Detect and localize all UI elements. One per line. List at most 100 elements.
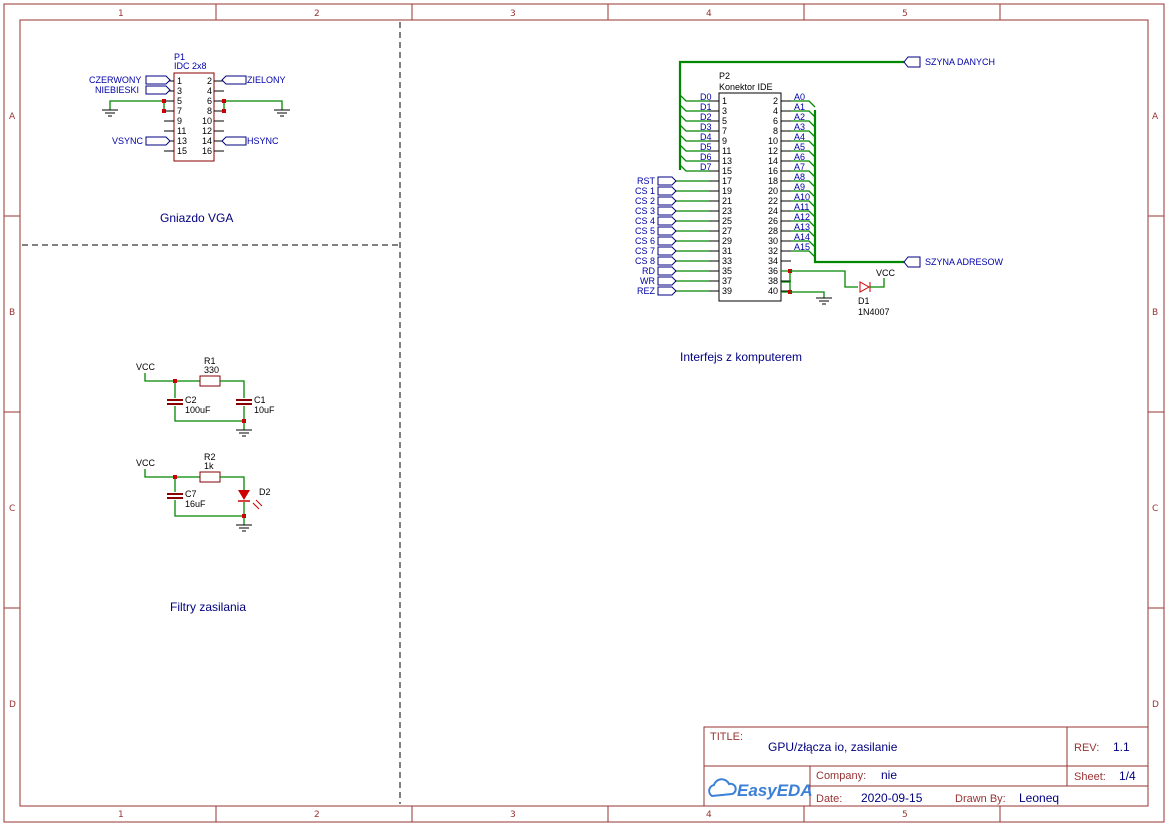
row-label-right: B [1152,308,1158,318]
address-net-wire [791,150,816,158]
col-label-bottom: 5 [902,810,908,820]
c1-ref: C1 [254,395,266,405]
p1-pin-number: 13 [177,136,187,146]
p2-pin-number: 2 [773,96,778,106]
p2-pin-number: 35 [722,266,732,276]
address-net-wire [791,210,816,218]
data-net-wire [679,104,709,112]
p2-pin-number: 21 [722,196,732,206]
control-net-label: REZ [637,286,656,296]
p2-pin-number: 36 [768,266,778,276]
col-label-top: 1 [118,9,124,19]
wire-gnd-right [224,100,283,110]
netport-niebieski [145,85,171,95]
outer-border [3,3,1165,823]
col-label-bottom: 2 [314,810,320,820]
address-net-wire [791,250,816,258]
control-net-label: CS 6 [635,236,655,246]
p2-pin-number: 32 [768,246,778,256]
control-net-label: CS 1 [635,186,655,196]
address-net-wire [791,140,816,148]
net-label-hsync: HSYNC [247,136,279,146]
p2-pin-number: 25 [722,216,732,226]
data-net-label: D6 [700,152,712,162]
data-net-label: D4 [700,132,712,142]
r2-body [199,471,221,483]
zone-markers: 1 2 3 4 5 1 2 3 4 5 A B C D A B C D [4,4,1164,822]
p2-body [718,92,782,302]
tb-drawn-label: Drawn By: [955,793,1006,805]
p2-pin-number: 8 [773,126,778,136]
p2-pin-number: 1 [722,96,727,106]
control-netport [657,236,677,246]
address-net-label: A10 [794,192,810,202]
address-net-wire [791,100,816,108]
p1-pin-number: 11 [177,126,186,136]
d1-value: 1N4007 [858,307,890,317]
data-bus-line [678,60,904,170]
p2-pin-number: 19 [722,186,732,196]
address-net-label: A15 [794,242,810,252]
netport-data-bus [903,56,921,68]
address-net-wire [791,240,816,248]
address-net-label: A7 [794,162,805,172]
address-net-label: A3 [794,122,805,132]
address-net-wire [791,220,816,228]
control-netport [657,186,677,196]
address-net-wire [791,170,816,178]
row-label-right: C [1152,504,1158,514]
address-net-label: A8 [794,172,805,182]
net-label-zielony: ZIELONY [247,75,286,85]
p2-connector: P2 Konektor IDE 135791113151719212325272… [635,56,1004,317]
row-label-right: A [1152,112,1159,122]
c2-ref: C2 [185,395,197,405]
p2-pin-number: 38 [768,276,778,286]
p1-pin-number: 6 [207,96,212,106]
p2-pin-number: 6 [773,116,778,126]
col-label-bottom: 3 [510,810,516,820]
power-filter-1: VCC R1 330 C2 100uF C1 10uF [136,356,275,437]
tb-date: 2020-09-15 [861,791,923,805]
control-net-label: CS 7 [635,246,655,256]
p2-pin-number: 29 [722,236,732,246]
tb-drawn: Leoneq [1019,791,1059,805]
tb-title: GPU/złącza io, zasilanie [768,740,898,754]
p1-pin-number: 14 [202,136,212,146]
d1-vcc: VCC [876,268,896,278]
p2-pin-number: 12 [768,146,778,156]
r2-ref: R2 [204,452,216,462]
control-netport [657,206,677,216]
control-netport [657,196,677,206]
p2-pin-number: 22 [768,196,778,206]
data-net-label: D1 [700,102,712,112]
c7-ref: C7 [185,489,197,499]
p1-pin-number: 12 [202,126,212,136]
p2-pin-number: 39 [722,286,732,296]
cloud-icon [708,778,737,798]
net-label-vsync: VSYNC [112,136,144,146]
control-netport [657,216,677,226]
p1-pin-number: 8 [207,106,212,116]
tb-rev-label: REV: [1074,742,1099,754]
p2-name: Konektor IDE [719,82,773,92]
control-net-label: RST [637,176,656,186]
c1-value: 10uF [254,405,275,415]
address-net-wire [791,130,816,138]
p2-pin-number: 23 [722,206,732,216]
section-title-filters: Filtry zasilania [170,600,246,614]
vcc1-label: VCC [136,362,156,372]
data-net-wire [679,124,709,132]
row-label-left: D [9,700,16,710]
net-label-niebieski: NIEBIESKI [95,85,139,95]
address-net-label: A6 [794,152,805,162]
col-label-bottom: 1 [118,810,124,820]
tb-sheet: 1/4 [1119,769,1136,783]
p2-pin-number: 10 [768,136,778,146]
address-net-label: A11 [794,202,809,212]
address-net-label: A1 [794,102,805,112]
address-net-label: A14 [794,232,810,242]
